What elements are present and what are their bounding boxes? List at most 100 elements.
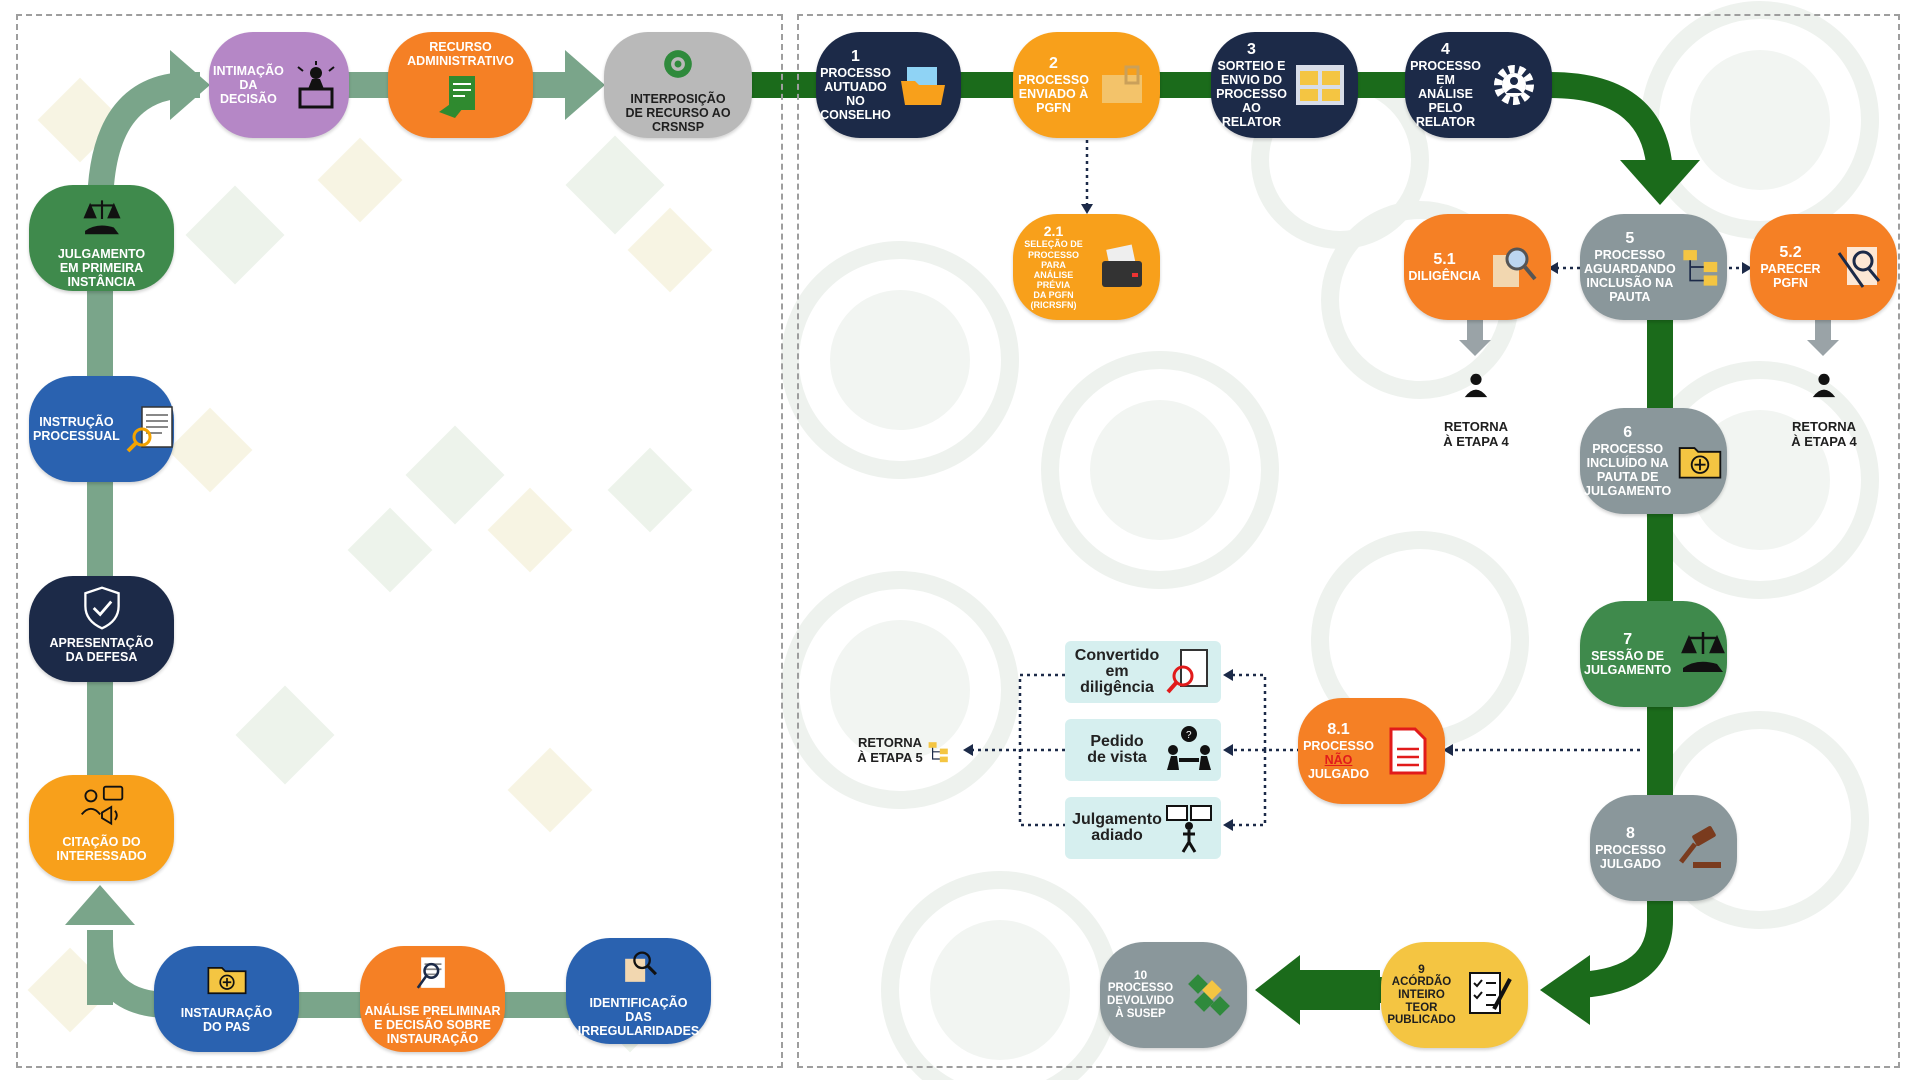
retorna-etapa5-block: RETORNA À ETAPA 5 — [848, 735, 960, 766]
step-3-label: SORTEIO E ENVIO DO PROCESSO AO RELATOR — [1216, 58, 1287, 129]
interposicao-label: INTERPOSIÇÃO DE RECURSO AO CRSNSP — [625, 92, 731, 134]
step-8-1-node: 8.1 PROCESSO NÃO JULGADO — [1298, 698, 1445, 804]
identificacao-label: IDENTIFICAÇÃO DAS IRREGULARIDADES — [577, 996, 700, 1038]
step-6-label: PROCESSO INCLUÍDO NA PAUTA DE JULGAMENTO — [1584, 441, 1672, 498]
instauracao-node: INSTAURAÇÃO DO PAS — [154, 946, 299, 1052]
step-9-number: 9 — [1418, 961, 1425, 976]
step-6-number: 6 — [1623, 424, 1633, 442]
step-5-label: PROCESSO AGUARDANDO INCLUSÃO NA PAUTA — [1584, 247, 1676, 304]
document-sign-icon — [433, 70, 489, 126]
step-2-1-label: SELEÇÃO DE PROCESSO PARA ANÁLISE PRÉVIA … — [1024, 239, 1083, 310]
sealed-envelope-icon — [1094, 57, 1150, 113]
convertido-label: Convertido em diligência — [1074, 647, 1160, 696]
shield-check-icon — [74, 580, 130, 636]
analise-label: ANÁLISE PRELIMINAR E DECISÃO SOBRE INSTA… — [364, 1004, 501, 1046]
person-icon — [1464, 373, 1488, 398]
right-panel-border — [797, 14, 1900, 1068]
step-10-label: PROCESSO DEVOLVIDO À SUSEP — [1107, 982, 1174, 1021]
apresentacao-node: APRESENTAÇÃO DA DEFESA — [29, 576, 174, 682]
julgamento-primeira-label: JULGAMENTO EM PRIMEIRA INSTÂNCIA — [57, 247, 146, 289]
folder-tree-icon — [1680, 239, 1724, 295]
folder-plus-icon — [199, 950, 255, 1006]
retorna-etapa4-b-block: RETORNA À ETAPA 4 — [1768, 356, 1880, 450]
pen-magnifier-icon — [1831, 239, 1887, 295]
step-2-1-number: 2.1 — [1043, 223, 1064, 240]
folder-tree-icon — [928, 742, 948, 763]
calendar-person-icon — [1166, 805, 1212, 853]
people-megaphone-icon — [74, 779, 130, 835]
adiado-box: Julgamento adiado — [1065, 797, 1221, 859]
step-8-number: 8 — [1626, 825, 1635, 843]
recurso-adm-node: RECURSO ADMINISTRATIVO — [388, 32, 533, 138]
instrucao-node: INSTRUÇÃO PROCESSUAL — [29, 376, 174, 482]
citacao-label: CITAÇÃO DO INTERESSADO — [56, 835, 147, 863]
step-3-number: 3 — [1247, 41, 1256, 59]
instrucao-label: INSTRUÇÃO PROCESSUAL — [33, 415, 120, 443]
step-9-label: ACÓRDÃO INTEIRO TEOR PUBLICADO — [1387, 975, 1456, 1027]
step-7-label: SESSÃO DE JULGAMENTO — [1584, 648, 1672, 677]
recurso-adm-label: RECURSO ADMINISTRATIVO — [407, 40, 514, 68]
step-8-1-label-b: JULGADO — [1307, 766, 1370, 781]
step-10-number: 10 — [1133, 968, 1148, 983]
intimacao-label: INTIMAÇÃO DA DECISÃO — [213, 64, 284, 106]
step-5-1-label: DILIGÊNCIA — [1408, 268, 1481, 283]
step-4-label: PROCESSO EM ANÁLISE PELO RELATOR — [1410, 58, 1481, 129]
retorna-etapa4-a-block: RETORNA À ETAPA 4 — [1420, 356, 1532, 450]
step-8-1-number: 8.1 — [1327, 721, 1350, 739]
scales-hand-icon — [74, 191, 130, 247]
document-magnifier-icon — [405, 948, 461, 1004]
convertido-box: Convertido em diligência — [1065, 641, 1221, 703]
speaker-podium-icon — [288, 57, 344, 113]
step-5-number: 5 — [1625, 230, 1635, 248]
identificacao-node: IDENTIFICAÇÃO DAS IRREGULARIDADES — [566, 938, 711, 1044]
step-7-number: 7 — [1623, 631, 1633, 649]
susep-logo-icon — [1181, 967, 1237, 1023]
step-5-1-number: 5.1 — [1433, 251, 1456, 269]
step-8-label: PROCESSO JULGADO — [1595, 842, 1666, 871]
person-icon — [1812, 373, 1836, 398]
intimacao-node: INTIMAÇÃO DA DECISÃO — [209, 32, 349, 138]
step-8-1-label-a: PROCESSO — [1303, 738, 1374, 753]
wallet-cards-icon — [1094, 239, 1150, 295]
folders-grid-icon — [1292, 57, 1348, 113]
document-magnify-icon — [1485, 239, 1541, 295]
instauracao-label: INSTAURAÇÃO DO PAS — [180, 1006, 273, 1034]
meeting-question-icon: ? — [1167, 726, 1211, 770]
step-1-number: 1 — [851, 48, 860, 66]
pedido-box: Pedido de vista ? — [1065, 719, 1221, 781]
julgamento-primeira-node: JULGAMENTO EM PRIMEIRA INSTÂNCIA — [29, 185, 174, 291]
retorna-etapa4-b-label: RETORNA À ETAPA 4 — [1791, 418, 1857, 449]
gavel-icon — [1671, 820, 1727, 876]
step-4-number: 4 — [1441, 41, 1450, 59]
analise-node: ANÁLISE PRELIMINAR E DECISÃO SOBRE INSTA… — [360, 946, 505, 1052]
folder-plus-icon — [1675, 433, 1725, 489]
crsnsp-logo-icon — [650, 36, 706, 92]
pedido-label: Pedido de vista — [1087, 733, 1147, 766]
gear-person-icon — [1486, 57, 1542, 113]
step-2-number: 2 — [1049, 55, 1058, 73]
checklist-pen-icon — [1462, 967, 1518, 1023]
retorna-etapa5-label: RETORNA À ETAPA 5 — [857, 735, 923, 765]
interposicao-node: INTERPOSIÇÃO DE RECURSO AO CRSNSP — [604, 32, 752, 138]
document-icon — [1379, 723, 1435, 779]
retorna-etapa4-a-label: RETORNA À ETAPA 4 — [1443, 418, 1509, 449]
step-2-label: PROCESSO ENVIADO À PGFN — [1018, 72, 1089, 115]
magnifier-report-icon — [611, 940, 667, 996]
folder-open-icon — [895, 57, 951, 113]
scales-hand-icon — [1675, 626, 1731, 682]
svg-text:?: ? — [1186, 730, 1192, 741]
citacao-node: CITAÇÃO DO INTERESSADO — [29, 775, 174, 881]
